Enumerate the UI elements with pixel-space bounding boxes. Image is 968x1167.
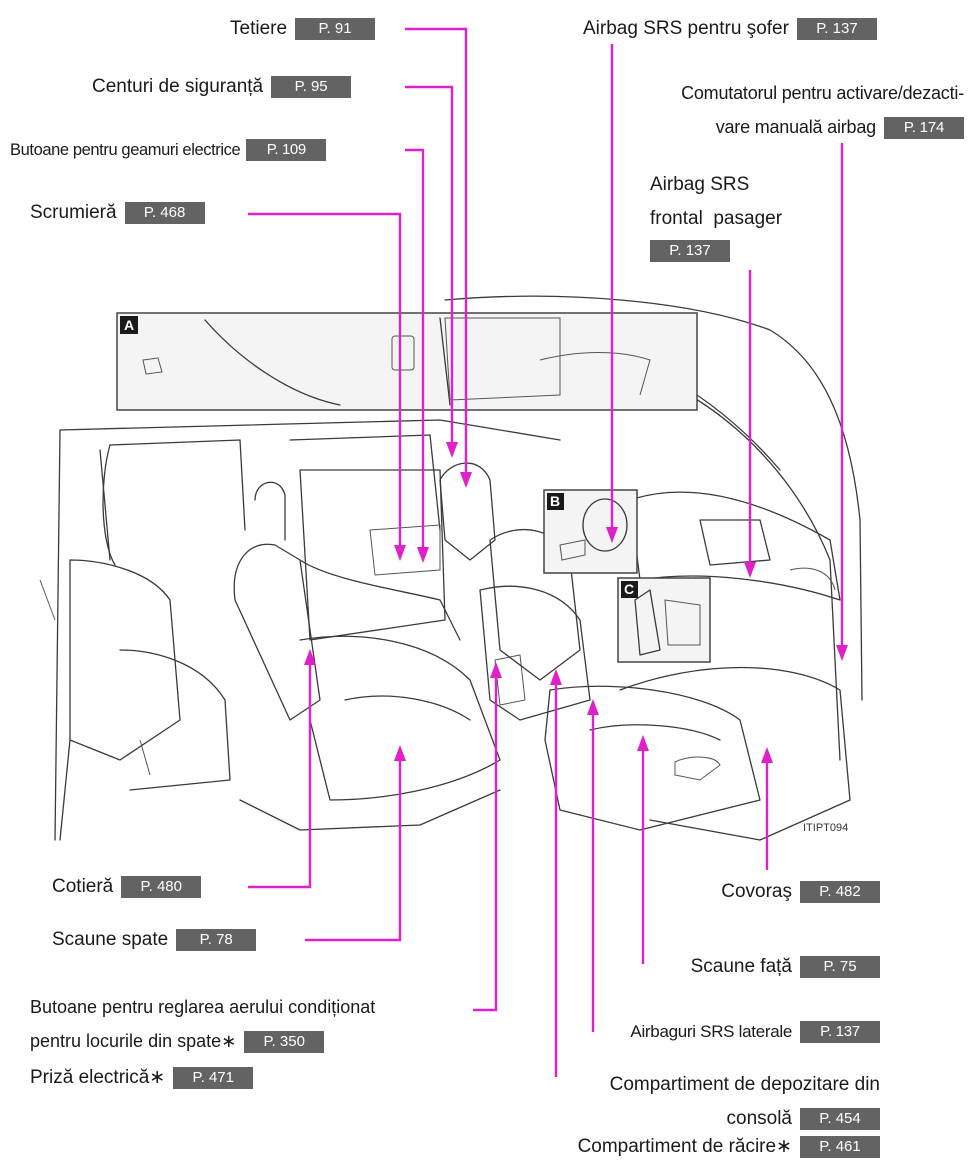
label-seat-belts-text: Centuri de siguranță <box>92 76 264 97</box>
label-rear-ac: Butoane pentru reglarea aerului condițio… <box>30 990 375 1058</box>
page-ref-headrests: P. 91 <box>295 18 376 40</box>
page-ref-power-outlet: P. 471 <box>173 1067 254 1089</box>
figure-code: ITIPT094 <box>803 822 849 834</box>
car-interior-drawing <box>39 295 863 841</box>
label-floor-mat: Covoraş P. 482 <box>721 881 880 903</box>
label-cool-box: Compartiment de răcire∗ P. 461 <box>578 1136 880 1158</box>
label-cool-box-text: Compartiment de răcire∗ <box>577 1136 792 1157</box>
label-console-box-line2: consolă <box>726 1108 793 1129</box>
inset-a-tag: A <box>124 317 134 333</box>
arrowhead-console-box <box>550 669 562 685</box>
label-passenger-airbag: Airbag SRS frontal pasager P. 137 <box>650 168 782 274</box>
arrowhead-power-window <box>417 547 429 563</box>
label-console-box: Compartiment de depozitare din consolă P.… <box>610 1068 880 1136</box>
label-power-window-text: Butoane pentru geamuri electrice <box>10 141 241 159</box>
label-front-seats-text: Scaune față <box>690 956 792 977</box>
page-ref-cool-box: P. 461 <box>800 1136 880 1158</box>
label-seat-belts: Centuri de siguranță P. 95 <box>92 76 352 98</box>
arrowhead-side-airbags <box>587 699 599 715</box>
page-ref-airbag-switch: P. 174 <box>884 117 964 140</box>
arrowhead-rear-seats <box>394 745 406 761</box>
label-side-airbags-text: Airbaguri SRS laterale <box>630 1022 792 1041</box>
arrowhead-ashtray <box>394 545 406 561</box>
leader-rear-seats <box>305 748 402 942</box>
leader-lines <box>248 27 844 1077</box>
arrowhead-passenger-airbag <box>744 562 756 578</box>
label-ashtray: Scrumieră P. 468 <box>30 202 205 224</box>
arrowhead-driver-airbag <box>606 527 618 543</box>
page-ref-ashtray: P. 468 <box>124 202 205 224</box>
page-ref-driver-airbag: P. 137 <box>796 18 877 40</box>
leader-power-window <box>405 148 425 560</box>
page-ref-side-airbags: P. 137 <box>800 1021 880 1043</box>
label-rear-ac-line2: pentru locurile din spate∗ <box>30 1031 237 1051</box>
label-airbag-switch-line1: Comutatorul pentru activare/dezacti- <box>681 83 964 103</box>
label-armrest-text: Cotieră <box>52 876 114 897</box>
arrowhead-headrests <box>460 472 472 488</box>
label-driver-airbag: Airbag SRS pentru şofer P. 137 <box>583 18 877 40</box>
arrowhead-rear-ac <box>490 662 502 678</box>
label-front-seats: Scaune față P. 75 <box>691 956 880 978</box>
leader-seat-belts <box>405 85 454 455</box>
leader-rear-ac <box>473 665 498 1012</box>
inset-a: A <box>116 312 698 411</box>
page-ref-rear-seats: P. 78 <box>176 929 257 951</box>
label-ashtray-text: Scrumieră <box>30 202 117 223</box>
arrowhead-front-seats <box>637 735 649 751</box>
arrowhead-floor-mat <box>761 747 773 763</box>
inset-b-tag: B <box>550 493 560 509</box>
label-power-outlet: Priză electrică∗ P. 471 <box>30 1067 254 1089</box>
page-ref-rear-ac: P. 350 <box>244 1031 325 1054</box>
label-headrests: Tetiere P. 91 <box>230 18 376 40</box>
label-power-window: Butoane pentru geamuri electrice P. 109 <box>10 139 327 161</box>
label-rear-ac-line1: Butoane pentru reglarea aerului condițio… <box>30 997 376 1017</box>
leader-arrowheads <box>304 442 848 763</box>
label-rear-seats: Scaune spate P. 78 <box>52 929 257 951</box>
inset-b: B <box>543 489 638 574</box>
page-ref-armrest: P. 480 <box>121 876 202 898</box>
label-console-box-line1: Compartiment de depozitare din <box>609 1074 880 1095</box>
page-ref-seat-belts: P. 95 <box>271 76 352 98</box>
page-ref-front-seats: P. 75 <box>800 956 880 978</box>
leader-headrests <box>405 27 468 485</box>
label-floor-mat-text: Covoraş <box>721 881 792 902</box>
arrowhead-armrest <box>304 649 316 665</box>
page-ref-floor-mat: P. 482 <box>800 881 880 903</box>
label-driver-airbag-text: Airbag SRS pentru şofer <box>583 18 789 39</box>
page-ref-passenger-airbag: P. 137 <box>650 240 730 262</box>
page-ref-console-box: P. 454 <box>800 1107 880 1130</box>
arrowhead-airbag-switch <box>836 645 848 661</box>
label-passenger-airbag-line2: frontal pasager <box>650 208 783 229</box>
label-headrests-text: Tetiere <box>230 18 288 39</box>
label-airbag-switch: Comutatorul pentru activare/dezacti- var… <box>681 76 964 144</box>
leader-ashtray <box>248 212 402 558</box>
label-rear-seats-text: Scaune spate <box>52 929 169 950</box>
inset-c-tag: C <box>624 581 634 597</box>
page-ref-power-window: P. 109 <box>246 139 327 161</box>
label-power-outlet-text: Priză electrică∗ <box>30 1067 166 1088</box>
label-airbag-switch-line2: vare manuală airbag <box>715 117 877 137</box>
label-armrest: Cotieră P. 480 <box>52 876 202 898</box>
arrowhead-seat-belts <box>446 442 458 458</box>
leader-armrest <box>248 652 312 889</box>
label-side-airbags: Airbaguri SRS laterale P. 137 <box>630 1021 880 1043</box>
label-passenger-airbag-line1: Airbag SRS <box>650 174 750 195</box>
inset-c: C <box>617 577 711 663</box>
